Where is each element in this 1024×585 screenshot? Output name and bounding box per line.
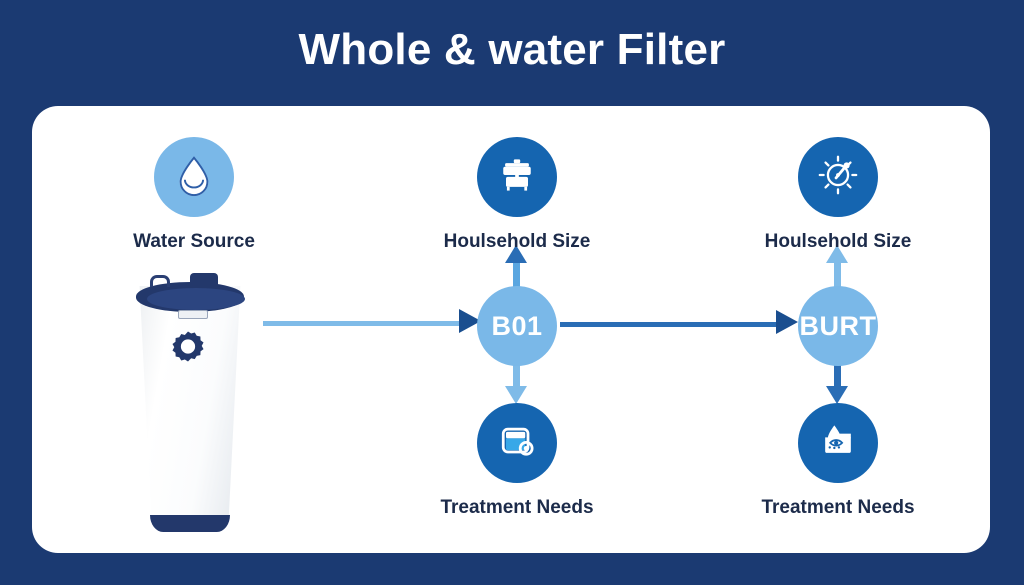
arrow-head-down-icon [505, 386, 527, 404]
connector-shaft [513, 364, 520, 388]
household-size-icon-badge [477, 137, 557, 217]
node-label: Treatment Needs [440, 497, 594, 518]
hub-node-burt[interactable]: BURT [798, 286, 878, 366]
node-label: Houlsehold Size [443, 231, 591, 252]
tank-body [139, 286, 241, 524]
arrow-head-up-icon [826, 245, 848, 263]
connector-shaft [513, 262, 520, 288]
node-household-size-2[interactable]: Houlsehold Size [738, 137, 938, 253]
node-label: Water Source [133, 231, 255, 252]
connector-shaft [263, 321, 463, 326]
tank-label-badge [178, 310, 208, 319]
node-water-source[interactable]: Water Source [94, 137, 294, 253]
node-label: Houlsehold Size [764, 231, 912, 252]
node-treatment-needs-1[interactable]: Treatment Needs [417, 403, 617, 519]
household-size-gauge-icon-badge [798, 137, 878, 217]
hub-node-b01[interactable]: B01 [477, 286, 557, 366]
node-treatment-needs-2[interactable]: Treatment Needs [738, 403, 938, 519]
treatment-needs-drop-icon-badge [798, 403, 878, 483]
water-filter-appliance [130, 272, 250, 537]
water-tank-pot-icon [495, 153, 539, 202]
gauge-meter-icon [815, 152, 861, 203]
gear-icon [170, 330, 206, 366]
filled-tank-icon [495, 419, 539, 468]
arrow-head-right-icon [776, 310, 798, 334]
treatment-needs-icon-badge [477, 403, 557, 483]
connector-shaft [834, 364, 841, 388]
tank-base [150, 515, 230, 532]
tank-cap [136, 282, 245, 312]
hub-label: B01 [491, 310, 543, 341]
drop-on-tank-icon [816, 419, 860, 468]
page-title: Whole & water Filter [298, 25, 726, 74]
connector-shaft [560, 322, 782, 327]
node-household-size-1[interactable]: Houlsehold Size [417, 137, 617, 253]
arrow-head-up-icon [505, 245, 527, 263]
hub-label: BURT [799, 310, 877, 341]
connector-shaft [834, 262, 841, 288]
arrow-head-down-icon [826, 386, 848, 404]
tank-handle-left [150, 275, 170, 287]
tank-handle-right [190, 273, 218, 285]
tank-cap-inner [147, 288, 245, 310]
arrow-head-right-icon [459, 309, 481, 333]
water-source-icon-badge [154, 137, 234, 217]
water-drop-icon [171, 152, 217, 203]
node-label: Treatment Needs [761, 497, 915, 518]
